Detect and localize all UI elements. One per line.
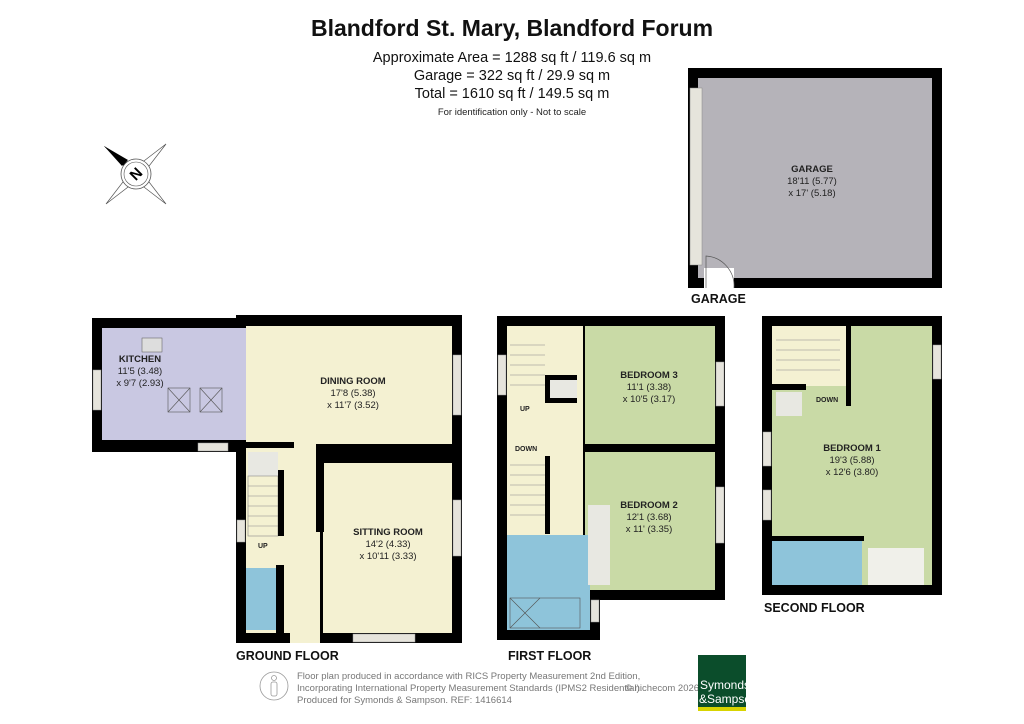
- sitting-room: [323, 463, 452, 633]
- floor-label-ground: GROUND FLOOR: [236, 649, 339, 663]
- approx-area: Approximate Area = 1288 sq ft / 119.6 sq…: [373, 50, 651, 66]
- stairs-icon: [510, 344, 545, 516]
- window: [92, 369, 102, 411]
- floor-label-garage: GARAGE: [691, 292, 746, 306]
- window: [590, 599, 600, 623]
- room-dim: x 11' (3.35): [626, 524, 673, 535]
- person-scale-icon: [259, 671, 289, 701]
- skylight-icon: [167, 387, 223, 413]
- stairs-up-label: UP: [520, 406, 530, 413]
- wc-room: [246, 568, 276, 630]
- copyright: © nichecom 2026.: [625, 683, 702, 694]
- window: [452, 354, 462, 416]
- room-name: BEDROOM 1: [823, 443, 881, 454]
- wardrobe: [868, 548, 924, 585]
- kitchen-room: [102, 328, 246, 440]
- room-dim: 11'1 (3.38): [627, 382, 671, 393]
- room-dim: 19'3 (5.88): [829, 455, 874, 466]
- window: [197, 442, 229, 452]
- symonds-sampson-logo: Symonds &Sampson: [698, 655, 758, 711]
- room-dim: 17'8 (5.38): [330, 388, 375, 399]
- room-name: GARAGE: [791, 164, 833, 175]
- ground-floor-plan: UP KITCHEN 11'5 (3.48) x 9'7 (2.93) DINI…: [92, 315, 462, 643]
- stairs-icon: [247, 475, 279, 537]
- room-dim: x 17' (5.18): [788, 188, 835, 199]
- shower-room: [772, 541, 862, 585]
- north-compass-icon: N: [104, 143, 167, 205]
- logo-line-2: &Sampson: [699, 692, 758, 706]
- first-floor-plan: UP DOWN BEDROOM 3 11'1 (3.38) x 10'5 (3.…: [497, 316, 725, 640]
- window: [762, 431, 772, 467]
- wardrobe: [588, 505, 610, 585]
- window: [452, 499, 462, 557]
- total-area: Total = 1610 sq ft / 149.5 sq m: [415, 86, 610, 102]
- room-dim: 11'5 (3.48): [118, 366, 162, 377]
- window: [715, 486, 725, 544]
- footer-line-3: Produced for Symonds & Sampson. REF: 141…: [297, 695, 512, 706]
- footer-line-1: Floor plan produced in accordance with R…: [297, 671, 640, 682]
- footer-line-2: Incorporating International Property Mea…: [297, 683, 642, 694]
- bath-icon: [509, 597, 581, 629]
- page-title: Blandford St. Mary, Blandford Forum: [311, 15, 713, 41]
- dining-room: [246, 326, 452, 444]
- window: [932, 344, 942, 380]
- hob-icon: [141, 337, 163, 353]
- window: [715, 361, 725, 407]
- window: [762, 489, 772, 521]
- window: [236, 519, 246, 543]
- room-dim: x 10'11 (3.33): [359, 551, 416, 562]
- room-name: SITTING ROOM: [353, 527, 423, 538]
- room-dim: x 12'6 (3.80): [826, 467, 879, 478]
- logo-line-1: Symonds: [700, 678, 750, 692]
- garage-plan: GARAGE 18'11 (5.77) x 17' (5.18): [688, 68, 942, 289]
- room-name: DINING ROOM: [320, 376, 386, 387]
- room-dim: x 9'7 (2.93): [116, 378, 163, 389]
- stairs-down-label: DOWN: [515, 446, 537, 453]
- room-name: BEDROOM 3: [620, 370, 678, 381]
- room-name: KITCHEN: [119, 354, 161, 365]
- disclaimer: For identification only - Not to scale: [438, 107, 586, 118]
- floor-label-second: SECOND FLOOR: [764, 601, 865, 615]
- room-dim: 18'11 (5.77): [787, 176, 837, 187]
- garage-door: [689, 87, 703, 266]
- garage-room: [698, 78, 932, 278]
- door-swing-icon: [705, 255, 735, 289]
- stairs-up-label: UP: [258, 543, 268, 550]
- room-dim: 14'2 (4.33): [365, 539, 410, 550]
- stairs-icon: [776, 339, 840, 371]
- bedroom-3: [585, 326, 715, 444]
- room-dim: 12'1 (3.68): [626, 512, 671, 523]
- stair-landing: [772, 326, 848, 386]
- room-dim: x 10'5 (3.17): [623, 394, 676, 405]
- room-dim: x 11'7 (3.52): [327, 400, 379, 411]
- front-door: [290, 633, 320, 643]
- window: [497, 354, 507, 396]
- garage-area: Garage = 322 sq ft / 29.9 sq m: [414, 68, 610, 84]
- window: [352, 633, 416, 643]
- room-name: BEDROOM 2: [620, 500, 678, 511]
- stairs-down-label: DOWN: [816, 397, 838, 404]
- floor-label-first: FIRST FLOOR: [508, 649, 591, 663]
- second-floor-plan: DOWN BEDROOM 1 19'3 (5.88) x 12'6 (3.80): [762, 316, 942, 595]
